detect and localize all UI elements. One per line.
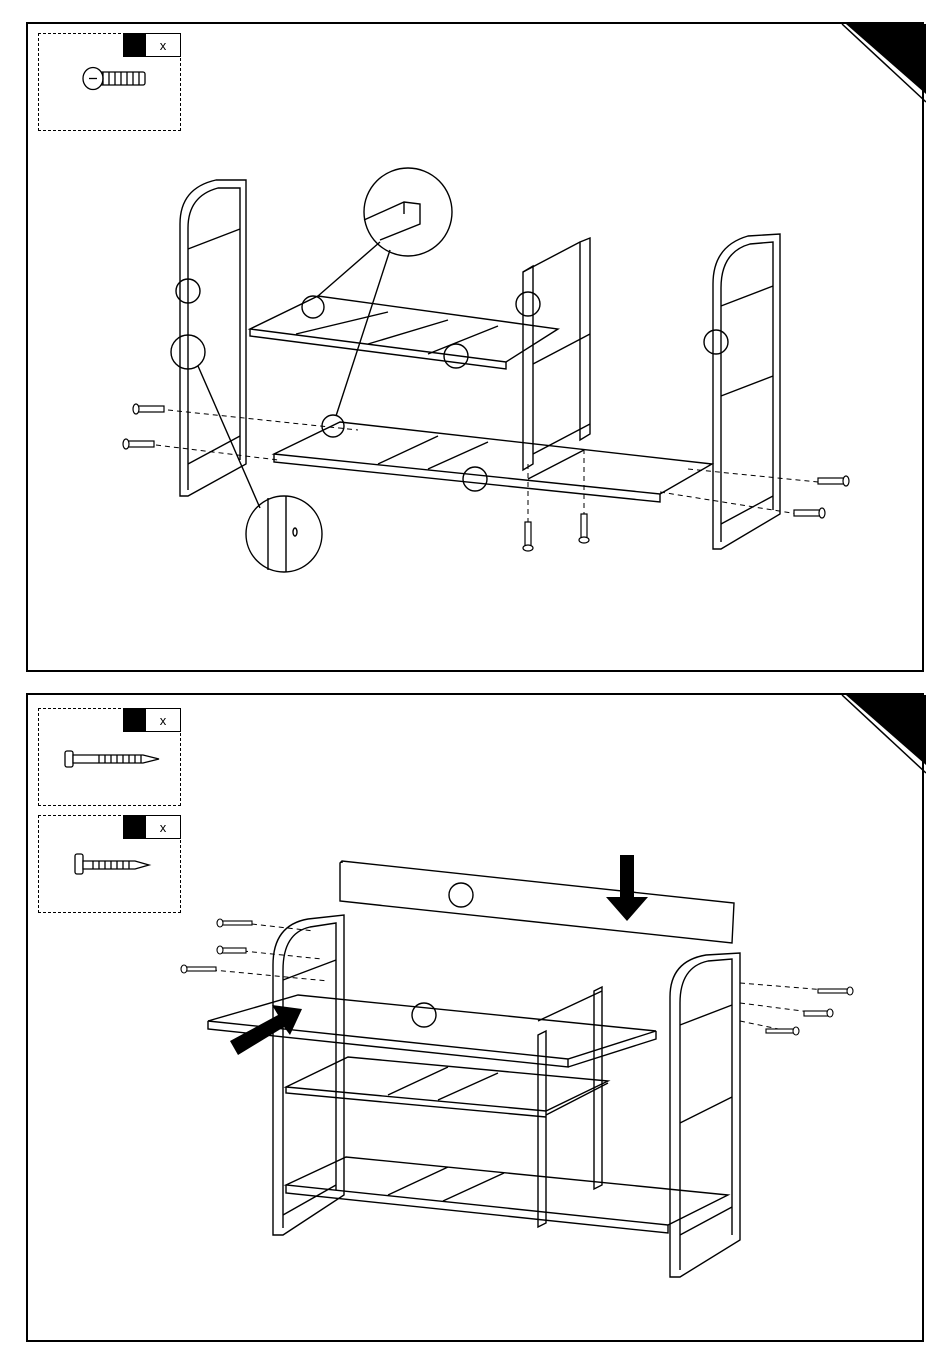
part-label-right	[704, 330, 728, 354]
quantity-value-box	[124, 816, 146, 838]
part-label-back-panel	[449, 883, 473, 907]
detail-callout-corner	[364, 168, 452, 256]
middle-divider-frame	[523, 238, 590, 470]
detail-callout-hole	[246, 496, 322, 572]
quantity-value-box	[124, 709, 146, 731]
part-label-lower-shelf	[463, 467, 487, 491]
step-panel-1: x	[26, 22, 924, 672]
part-label-top-board	[412, 1003, 436, 1027]
step-number-badge	[846, 24, 926, 94]
step-number-badge	[846, 695, 926, 765]
back-panel	[340, 861, 734, 943]
down-arrow-icon	[606, 855, 648, 921]
quantity-tag: x	[123, 815, 181, 839]
hardware-box: x	[38, 33, 181, 131]
upper-shelf-frame	[250, 296, 558, 369]
quantity-value-box	[124, 34, 146, 56]
hardware-box-short-screw: x	[38, 815, 181, 913]
quantity-tag: x	[123, 33, 181, 57]
quantity-multiplier: x	[146, 816, 180, 838]
part-label-divider	[516, 292, 540, 316]
left-end-frame	[180, 180, 246, 496]
hardware-box-long-screw: x	[38, 708, 181, 806]
right-frame	[670, 953, 740, 1277]
machine-bolt-icon	[83, 68, 145, 90]
long-wood-screw-icon	[65, 751, 159, 767]
quantity-multiplier: x	[146, 34, 180, 56]
quantity-multiplier: x	[146, 709, 180, 731]
lower-shelf	[286, 1157, 728, 1233]
quantity-tag: x	[123, 708, 181, 732]
step-panel-2: x x	[26, 693, 924, 1342]
push-arrow-icon	[230, 1005, 302, 1055]
bolts-step-1	[123, 404, 849, 551]
short-wood-screw-icon	[75, 854, 149, 874]
